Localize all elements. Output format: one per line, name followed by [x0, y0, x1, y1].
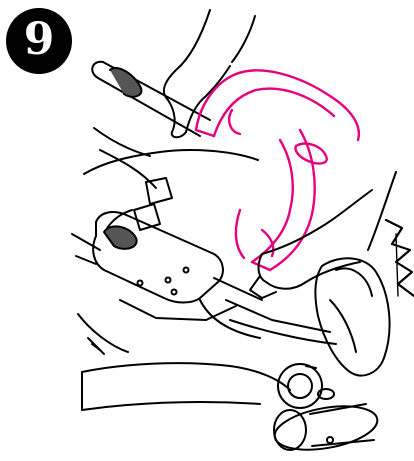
wheel-housing: [315, 258, 389, 375]
handle-bar-grip: [110, 68, 141, 97]
step-number-badge: 9: [6, 8, 72, 74]
bumper-bar: [196, 70, 359, 270]
handle-bar: [92, 62, 210, 136]
strap: [78, 314, 128, 354]
click-burst-icon: [386, 220, 414, 296]
hand-upper: [164, 10, 255, 137]
base-mat: [82, 363, 290, 410]
tray-grip: [104, 226, 137, 248]
arm-left: [84, 128, 258, 188]
wheel-rear: [271, 399, 380, 456]
step-number: 9: [24, 18, 55, 62]
hand-lower: [250, 172, 396, 298]
buckle: [106, 178, 172, 230]
tray: [93, 212, 223, 302]
